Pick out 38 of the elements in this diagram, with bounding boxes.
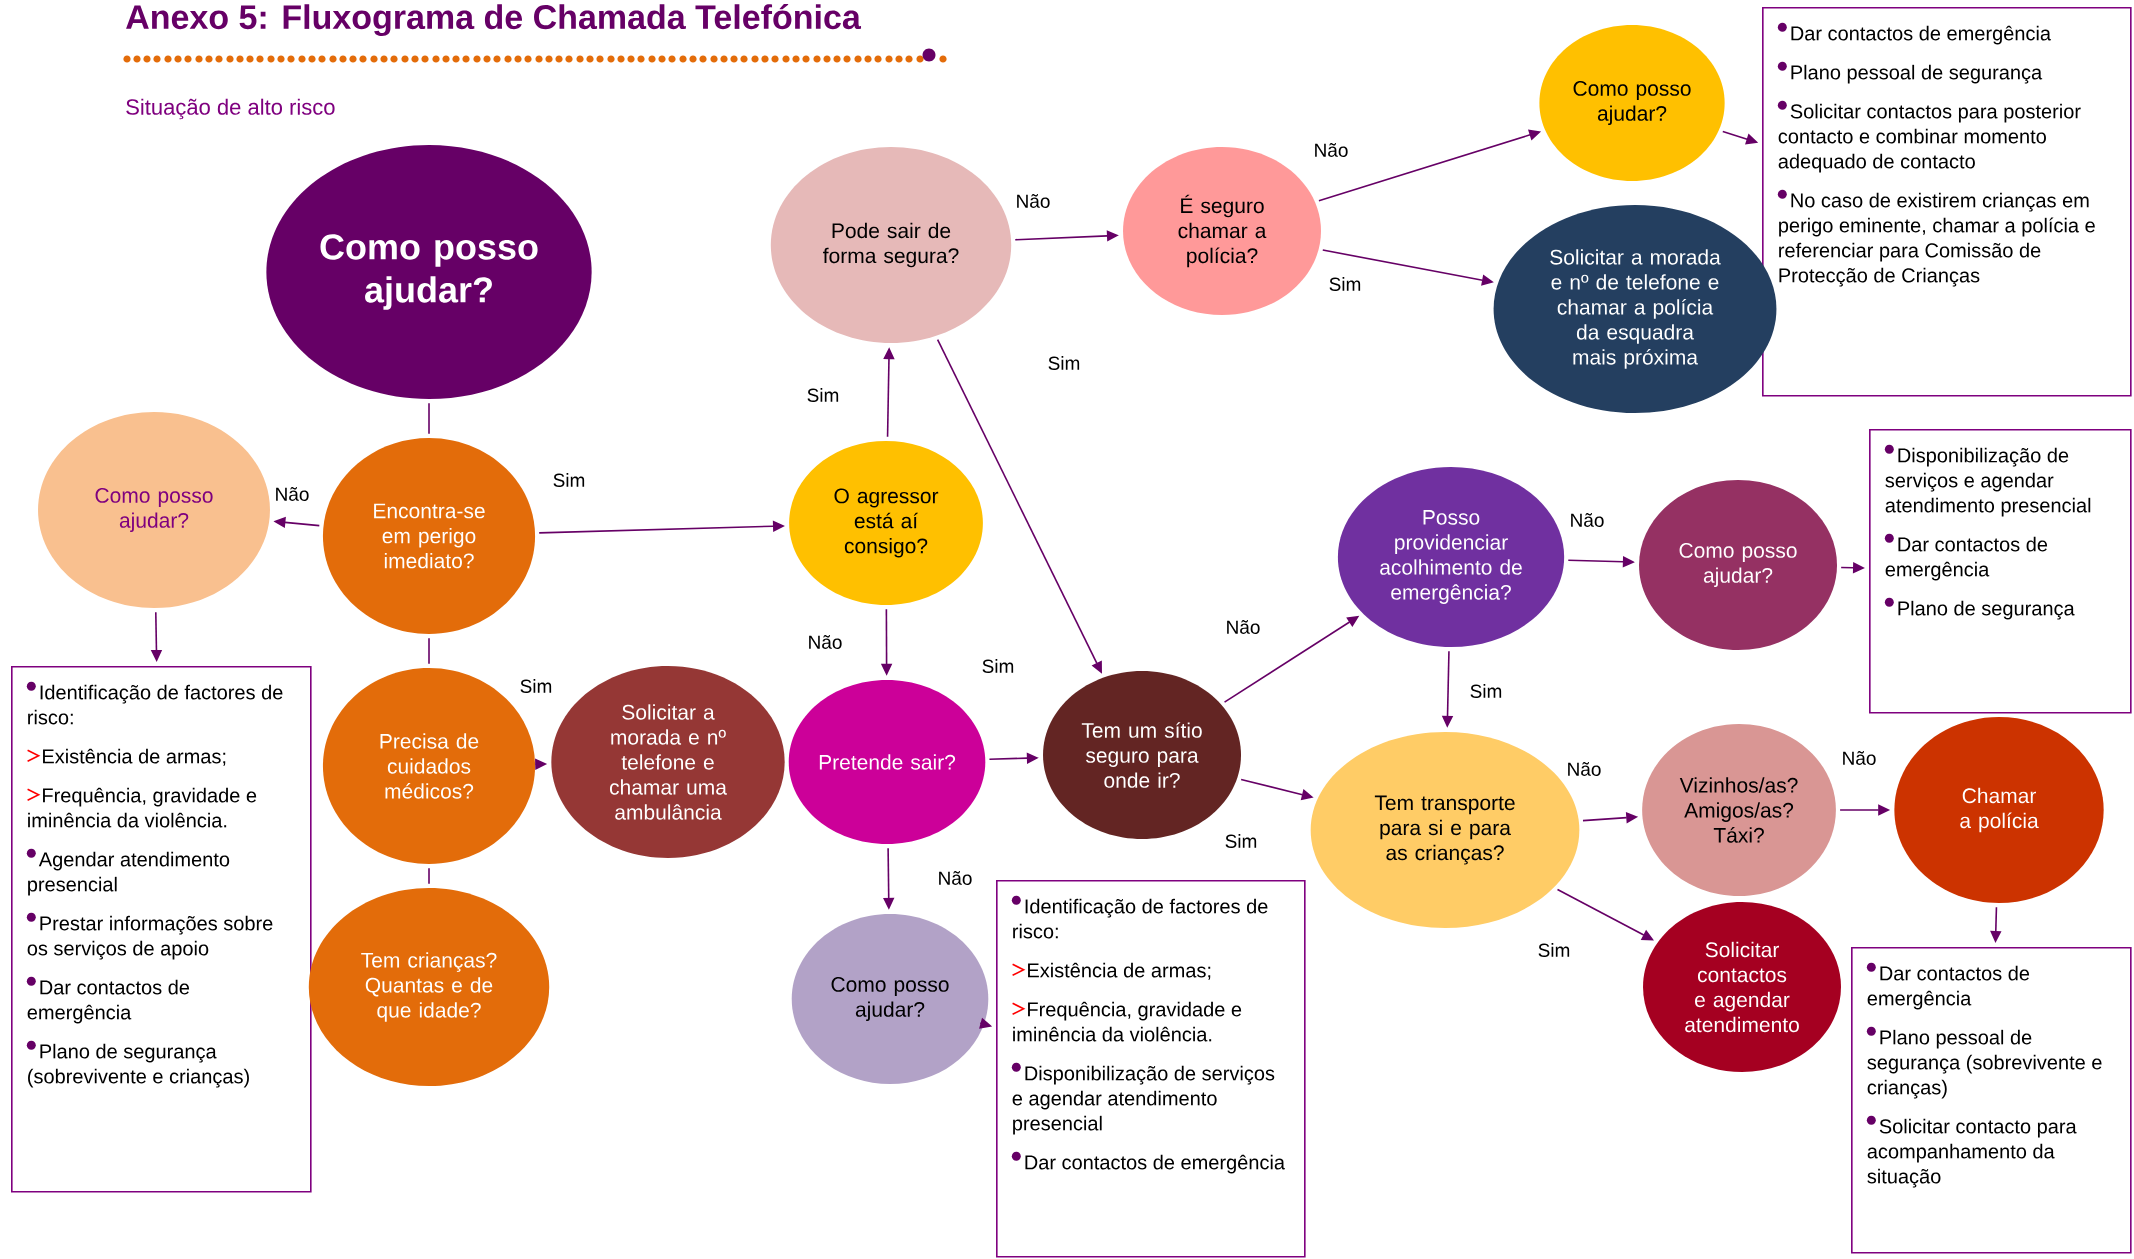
edge-label: Não (1568, 512, 1606, 528)
edge-label: Sim (551, 472, 587, 488)
circle-node: Como posso ajudar? (791, 914, 989, 1084)
edge-label: Não (806, 634, 844, 650)
edge-label: Sim (1046, 355, 1082, 371)
edge-label: Não (1014, 193, 1052, 209)
edge-label: Não (273, 486, 311, 502)
circle-node: Pretende sair? (788, 680, 986, 844)
edge-label: Não (1224, 619, 1262, 635)
list-box: Identificação de factores de risco: Existência de armas; Frequência, gravidade e iminência da violência. Agendar atendimento presencial Prestar informações sobre os serviços de apoio Dar contactos de emergência Plano de segurança (sobrevivente e crianças) (11, 666, 312, 1193)
arrow (1556, 888, 1654, 941)
circle-node: Solicitar a morada e nº telefone e chamar uma ambulância (551, 666, 785, 858)
list-box: Identificação de factores de risco: Existência de armas; Frequência, gravidade e iminência da violência. Disponibilização de serviços e agendar atendimento presencial Dar contactos de emergência (996, 880, 1306, 1258)
circle-node: Como posso ajudar? (266, 145, 592, 399)
list-box: Dar contactos de emergência Plano pessoal de segurança Solicitar contactos para posterior contacto e combinar momento adequado de contacto No caso de existirem crianças em perigo eminente, chamar a polícia e referenciar para Comissão de Protecção de Crianças (1762, 7, 2132, 397)
circle-node: Tem crianças? Quantas e de que idade? (308, 888, 550, 1086)
edge-label: Sim (1327, 276, 1363, 292)
circle-node: Pode sair de forma segura? (770, 147, 1012, 343)
circle-node: Como posso ajudar? (1639, 480, 1837, 650)
circle-node: Chamar a polícia (1894, 717, 2104, 903)
circle-node: Solicitar a morada e nº de telefone e chamar a polícia da esquadra mais próxima (1493, 205, 1777, 413)
edge-label: Não (1840, 750, 1878, 766)
circle-node: O agressor está aí consigo? (789, 441, 983, 605)
title: Anexo 5: Fluxograma de Chamada Telefónica (126, 3, 861, 37)
list-box: Dar contactos de emergência Plano pessoal de segurança (sobrevivente e crianças) Solicitar contacto para acompanhamento da situação (1851, 947, 2132, 1254)
edge-label: Não (936, 870, 974, 886)
subtitle: Situação de alto risco (126, 98, 335, 120)
edge-label: Sim (805, 387, 841, 403)
circle-node: Solicitar contactos e agendar atendimento (1643, 902, 1841, 1072)
circle-node: Como posso ajudar? (38, 412, 270, 608)
list-box: Disponibilização de serviços e agendar atendimento presencial Dar contactos de emergência Plano de segurança (1869, 429, 2132, 714)
edge-label: Sim (1468, 683, 1504, 699)
circle-node: Vizinhos/as? Amigos/as? Táxi? (1642, 724, 1836, 896)
edge-label: Sim (980, 658, 1016, 674)
edge-label: Sim (1536, 942, 1572, 958)
circle-node: Como posso ajudar? (1539, 25, 1725, 181)
circle-node: Posso providenciar acolhimento de emergência? (1337, 467, 1565, 647)
circle-node: Encontra-se em perigo imediato? (322, 438, 536, 634)
